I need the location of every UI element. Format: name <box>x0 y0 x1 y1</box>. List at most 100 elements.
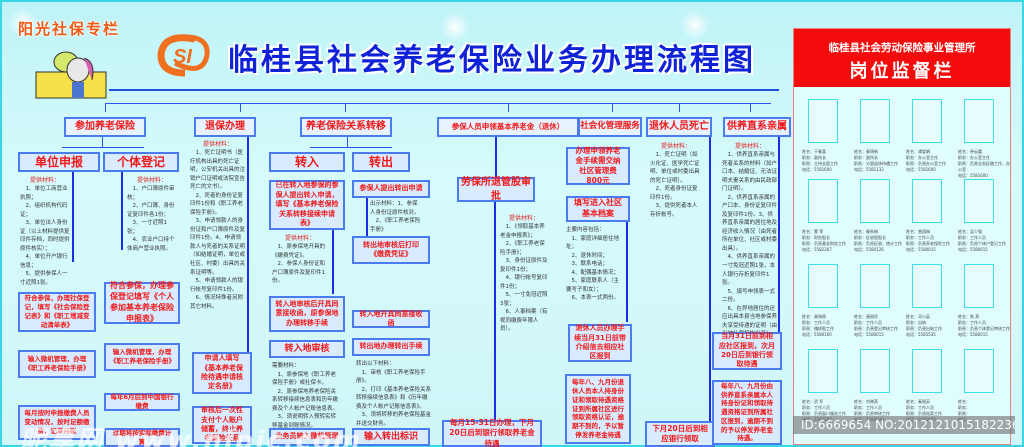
staff-photo <box>964 349 994 393</box>
mascot-illustration <box>35 51 107 99</box>
unit-step-register[interactable]: 符合参保，办理社保登记，填写《社会保险登记表》和《职工增减变动清单表》 <box>18 292 96 332</box>
dependent-step-verify[interactable]: 每年八、九月份由供养直系亲属本人持身份证和领取待遇资格证到所属社区报到，逾期不到… <box>712 380 782 445</box>
sparkle-decoration <box>8 8 38 38</box>
flow-line <box>121 172 123 250</box>
transfer-in-box[interactable]: 转入 <box>269 152 345 172</box>
staff-photo <box>808 99 838 143</box>
flow-line <box>495 137 497 177</box>
unit-step-monthly[interactable]: 每月按时申报缴费人员变动情况，按时足额缴费，记录台账 <box>18 405 96 440</box>
pension-step-monthly[interactable]: 每月15-31日办理，下月20日后到银行领取养老金待遇 <box>442 418 542 447</box>
head-relation-transfer[interactable]: 养老保险关系转移 <box>300 117 392 137</box>
individual-step-overdue[interactable]: 过期将按实际缴费计算 <box>104 428 180 447</box>
connector <box>508 104 509 112</box>
staff-card: 姓名：蒙 萍 职务：财务股长 职责：负责基金财务工作 电话：5582267 <box>802 179 854 253</box>
staff-info: 姓名：秦锦新 职务：副所长 职责：分管退休待遇工作 电话：5581132 <box>854 149 898 172</box>
transfer-out-handle-materials: 转出以下材料： 1、审核《职工养老保险手册》。 2、打印《基本养老保险关系转移接… <box>356 361 432 427</box>
staff-info: 姓名：陈 燕 职务：工作人员 职责：负责个体登记审核工作 电话：5580015 <box>958 314 1010 337</box>
transfer-out-step-print[interactable]: 转出地审核后打印《缴费凭证》 <box>352 236 430 264</box>
unit-materials: 提供材料： 1、单位工商营业执照； 2、组织机构代码证； 3、单位法人身份证（以… <box>20 177 70 286</box>
transfer-in-step-input[interactable]: 业务员输入微机管理 <box>269 428 345 446</box>
transfer-out-box[interactable]: 转出 <box>352 152 410 172</box>
watermark-id: ID:6669654 NO:20121210151822364000 <box>793 416 1015 434</box>
staff-card: 姓名：秦锦新 职务：副所长 职责：分管退休待遇工作 电话：5581132 <box>854 99 906 173</box>
flow-line <box>247 137 249 352</box>
staff-info: 姓名：曾国梅 职务：工作人员 职责：负责养老保险工作 电话：5580015 <box>906 229 950 252</box>
transfer-out-step-mark[interactable]: 输入转出标识 <box>352 428 430 446</box>
staff-photo <box>808 349 838 393</box>
flow-line <box>778 137 780 332</box>
panel-org-name: 临桂县社会劳动保险事业管理所 <box>828 42 976 54</box>
staff-photo <box>964 264 994 308</box>
staff-card: 姓名： 职务： 职责： 电话： <box>958 349 1010 423</box>
watermark-site: 昵享网 www.nipic.com <box>20 426 362 447</box>
social-step-fee[interactable]: 办理申领养老金手续需交纳社区管理费800元 <box>566 146 630 185</box>
transfer-out-materials: 出示材料：1、参保人身份证原件核对。 2、《职工养老保险手册》 <box>370 201 421 233</box>
staff-card: 姓名：秦银英 职务：工作人员 职责：负责档案工作 电话：5581600 <box>906 349 958 423</box>
svg-text:SI: SI <box>173 46 192 68</box>
pension-approval-box[interactable]: 劳保所退管股审批 <box>457 177 535 202</box>
staff-card: 姓名：谭爱娟 职务：办公室主任 职责：负责办公室工作 电话：5581600 <box>906 99 958 173</box>
individual-step-register[interactable]: 符合参保，办理参保登记填写《个人参加基本养老保险申报表》 <box>104 281 180 324</box>
individual-step-computer[interactable]: 输入微机管理，办理《职工养老保险手册》 <box>104 343 180 371</box>
staff-info: 姓名：钟云蕾 职务：办公室主任 职责：负责业务征缴工作，办公室 电话：55816… <box>958 149 1010 178</box>
connector <box>310 147 392 148</box>
sparkle-decoration <box>440 12 470 42</box>
top-connector-line <box>105 103 771 104</box>
transfer-in-step-review[interactable]: 转入地审核 <box>269 340 345 358</box>
head-retiree-death[interactable]: 退休人员死亡 <box>646 117 712 137</box>
withdraw-step-apply[interactable]: 申请人填写《基本养老保险待遇申请核定名册》 <box>192 352 252 394</box>
staff-card: 姓名：曾国梅 职务：工作人员 职责：负责养老保险工作 电话：5580015 <box>906 179 958 253</box>
unit-step-computer[interactable]: 输入微机管理，办理《职工养老保险手册》 <box>18 350 96 378</box>
individual-materials: 提供材料： 1、户口簿原件审核； 2、户口簿、身份证复印件各1份； 3、一寸近照… <box>127 177 175 252</box>
social-archive-contents: 主要内容包括： 1、家庭详细居住地址； 2、退休时间； 3、联系电话； 4、配偶… <box>566 227 619 302</box>
transfer-out-step-handle[interactable]: 转出地办理转出手续 <box>352 338 430 356</box>
transfer-in-step-accept[interactable]: 转入地审核后开具同意接收函，原参保地办理转移手续 <box>269 296 345 332</box>
transfer-in-step-apply[interactable]: 已在转入地参保的参保人提出转入申请，填写《基本养老保险关系转移接续申请表》 <box>269 180 345 230</box>
connector <box>240 104 241 112</box>
head-apply-pension[interactable]: 参保人员申领基本养老金（退休） <box>437 117 579 137</box>
panel-header: 临桂县社会劳动保险事业管理所 岗位监督栏 <box>794 29 1010 87</box>
social-security-logo-icon: SI <box>157 34 210 77</box>
individual-step-bank[interactable]: 每年6月后到中国银行缴费 <box>104 393 180 411</box>
connector <box>105 104 106 112</box>
staff-photo <box>964 99 994 143</box>
social-step-annual-verify[interactable]: 每年八、九月份退休人员本人持身份证和领取待遇资格证到所属社区进行领取资格认证，逾… <box>565 374 631 444</box>
withdraw-step-pay[interactable]: 审核后一次性支付个人账户储蓄，终止养老保险关系 <box>192 406 252 444</box>
connector <box>62 147 144 148</box>
flow-line <box>709 137 711 421</box>
staff-card: 姓名：陈 燕 职务：工作人员 职责：负责个体登记审核工作 电话：5580015 <box>958 264 1010 338</box>
head-social-management[interactable]: 社会化管理服务 <box>578 117 642 137</box>
death-step-bank[interactable]: 下月20日后到相应银行领取 <box>645 421 715 447</box>
staff-card: 姓名：秦秋梅 职务：征收股股长 职责：负责征收，统计工作 电话：5580126 <box>854 179 906 253</box>
staff-card: 姓名：武 军 职务：工作人员 职责：负责窗口服务工作 电话：5582267 <box>802 349 854 423</box>
supervision-panel: 临桂县社会劳动保险事业管理所 岗位监督栏 姓名：于春喜 职务：副所长 职责：主持… <box>793 28 1011 445</box>
staff-card: 姓名：邓小英 职务：出纳 职责：负责出纳工作 电话：5585535 <box>906 264 958 338</box>
staff-photo <box>860 179 890 223</box>
transfer-out-step-apply[interactable]: 参保人提出转出申请 <box>352 180 430 198</box>
page-title: 临桂县社会养老保险业务办理流程图 <box>228 43 756 78</box>
connector <box>347 137 348 147</box>
transfer-out-step-accept[interactable]: 转入地开具同意接收函 <box>352 310 430 328</box>
social-step-report[interactable]: 退休人员办理手续当月31日前带介绍信去相应社区报到 <box>568 324 632 362</box>
head-withdraw-insurance[interactable]: 退保办理 <box>194 117 256 137</box>
staff-photo <box>912 99 942 143</box>
transfer-in-materials: 提供材料： 1、原参保地开具的《缴费凭证》。 2、参保人身份证和户口簿原件及复印… <box>272 235 325 285</box>
staff-info: 姓名：于春喜 职务：副所长 职责：主持全面工作 电话：5581600 <box>802 149 838 172</box>
staff-card: 姓名：钟云蕾 职务：办公室主任 职责：负责业务征缴工作，办公室 电话：55816… <box>958 99 1010 179</box>
staff-info: 姓名：唐丽珍 职务：工作人员 职责：负责登记审核工作 电话：5580015 <box>854 314 898 337</box>
social-step-archive[interactable]: 填写进入社区基本档案 <box>566 196 630 222</box>
flow-line <box>72 172 74 262</box>
unit-declare-box[interactable]: 单位申报 <box>18 152 100 172</box>
staff-photo <box>860 99 890 143</box>
dependent-step-report[interactable]: 当月31日前到相应社区报到，次月20日后到银行领取待遇 <box>712 332 782 370</box>
connector <box>102 137 103 147</box>
staff-info: 姓名：吴少强 职务：工作人员 职责：负责个体户登记工作 电话：5580015 <box>958 229 1006 252</box>
death-materials: 提供材料： 1、死亡证明（如火化证、医学死亡证明、单位或村委出具的死亡证明）。 … <box>650 143 700 218</box>
head-join-pension[interactable]: 参加养老保险 <box>64 117 146 137</box>
staff-photo <box>808 264 838 308</box>
head-dependent-relatives[interactable]: 供养直系亲属 <box>723 117 791 137</box>
staff-info: 姓名：谢海燕 职务：工作人员 职责：稽核股工作 电话：5580160 <box>802 314 834 337</box>
withdraw-materials: 提供材料： 1、死亡证明书（医疗机构出具的死亡证明，公安机关出具的注销户口证明或… <box>190 141 246 310</box>
staff-photo <box>912 179 942 223</box>
individual-register-box[interactable]: 个体登记 <box>103 152 179 172</box>
